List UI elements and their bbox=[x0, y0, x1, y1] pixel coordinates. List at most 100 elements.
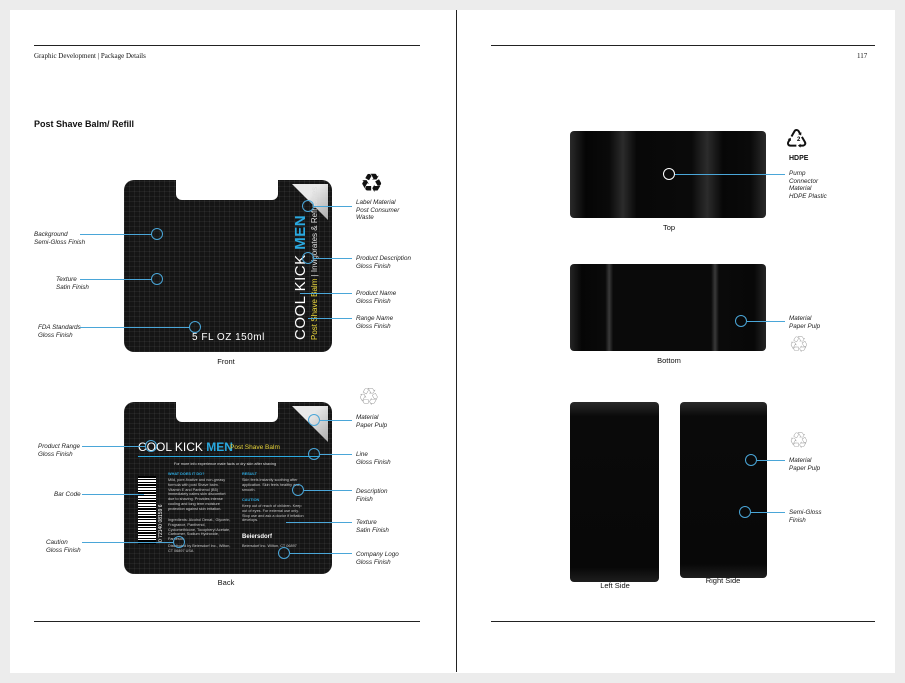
col1-address: Distributed by Beiersdorf Inc., Wilton, … bbox=[168, 544, 231, 553]
barcode-number: 0 72140 08159 6 bbox=[158, 504, 164, 542]
company-address: Beiersdorf Inc. Wilton, CT 06897 bbox=[242, 544, 297, 548]
back-range-name: Post Shave Balm bbox=[230, 444, 280, 451]
front-volume: 5 FL OZ 150ml bbox=[192, 332, 265, 343]
barcode bbox=[138, 476, 156, 544]
col2-caution: Keep out of reach of children. Keep out … bbox=[242, 504, 304, 523]
running-header: Graphic Development | Package Details bbox=[34, 52, 146, 60]
leader-background bbox=[80, 234, 152, 235]
marker-description bbox=[292, 484, 304, 496]
header-rule bbox=[34, 45, 420, 46]
marker-label-material bbox=[302, 200, 314, 212]
left-side-caption: Left Side bbox=[600, 581, 630, 590]
page-gutter bbox=[456, 10, 457, 672]
package-left-side bbox=[570, 402, 659, 582]
col1-heading: WHAT DOES IT DO? bbox=[168, 472, 205, 476]
leader-barcode bbox=[82, 494, 144, 495]
marker-product-description bbox=[302, 252, 314, 264]
leader-bottom-material bbox=[747, 321, 785, 322]
leader-caution bbox=[82, 542, 174, 543]
leader-line bbox=[320, 454, 352, 455]
marker-company-logo bbox=[278, 547, 290, 559]
package-bottom-view bbox=[570, 264, 766, 351]
col2-heading: RESULT bbox=[242, 472, 257, 476]
front-separator: | bbox=[310, 272, 319, 279]
marker-material-back bbox=[308, 414, 320, 426]
marker-caution bbox=[173, 536, 185, 548]
marker-side-finish bbox=[739, 506, 751, 518]
back-tagline: For more info experience mate facts or d… bbox=[174, 462, 277, 466]
leader-texture-front bbox=[80, 279, 152, 280]
company-logo: Beiersdorf bbox=[242, 534, 273, 540]
back-caption: Back bbox=[217, 578, 235, 587]
back-line bbox=[138, 456, 320, 457]
leader-label-material bbox=[314, 206, 352, 207]
page-number: 117 bbox=[857, 52, 868, 60]
header-rule-right bbox=[491, 45, 875, 46]
callout-barcode: Bar Code bbox=[54, 491, 81, 498]
col2-body: Skin feels instantly soothing after appl… bbox=[242, 478, 300, 492]
brand-accent-text: MEN bbox=[292, 214, 309, 250]
marker-bottom-material bbox=[735, 315, 747, 327]
marker-texture-front bbox=[151, 273, 163, 285]
recycle-icon-side: ♲ bbox=[789, 428, 809, 453]
right-side-caption: Right Side bbox=[705, 576, 741, 585]
leader-pump-connector bbox=[675, 174, 785, 175]
leader-company-logo bbox=[290, 553, 352, 554]
footer-rule-right bbox=[491, 621, 875, 622]
section-title: Post Shave Balm/ Refill bbox=[34, 119, 135, 129]
package-right-side bbox=[680, 402, 767, 578]
leader-material-back bbox=[320, 420, 352, 421]
marker-pump-connector bbox=[663, 168, 675, 180]
recycle-icon-bottom: ♲ bbox=[789, 332, 809, 357]
leader-side-finish bbox=[751, 512, 785, 513]
top-caption: Top bbox=[662, 223, 676, 232]
col1-body: Mild, pore-fixative and non-greasy formu… bbox=[168, 478, 226, 511]
col2-caution-heading: CAUTION bbox=[242, 498, 260, 502]
marker-line bbox=[308, 448, 320, 460]
package-front: COOL KICK MEN Post Shave Balm | Invigora… bbox=[124, 180, 332, 352]
marker-fda bbox=[189, 321, 201, 333]
marker-product-range bbox=[145, 440, 157, 452]
left-page: Graphic Development | Package Details Po… bbox=[10, 10, 456, 672]
bottom-caption: Bottom bbox=[657, 356, 681, 365]
hdpe-triangle-icon: ♺ bbox=[785, 124, 809, 154]
hdpe-label: HDPE bbox=[789, 155, 809, 162]
hdpe-number: 2 bbox=[797, 137, 801, 143]
marker-background bbox=[151, 228, 163, 240]
recycle-icon: ♻ bbox=[360, 168, 384, 198]
recycle-icon-outline: ♲ bbox=[358, 384, 380, 411]
leader-product-description bbox=[314, 258, 352, 259]
footer-rule-left bbox=[34, 621, 420, 622]
leader-side-material bbox=[757, 460, 785, 461]
package-notch-back bbox=[176, 402, 278, 422]
leader-product-name bbox=[300, 293, 352, 294]
front-caption: Front bbox=[217, 357, 235, 366]
leader-fda bbox=[80, 327, 190, 328]
leader-texture-back bbox=[286, 522, 352, 523]
front-brand-name: COOL KICK MEN bbox=[292, 215, 309, 340]
leader-description bbox=[304, 490, 352, 491]
leader-product-range bbox=[82, 446, 146, 447]
leader-range-name bbox=[308, 318, 352, 319]
package-notch bbox=[176, 180, 278, 200]
marker-side-material bbox=[745, 454, 757, 466]
